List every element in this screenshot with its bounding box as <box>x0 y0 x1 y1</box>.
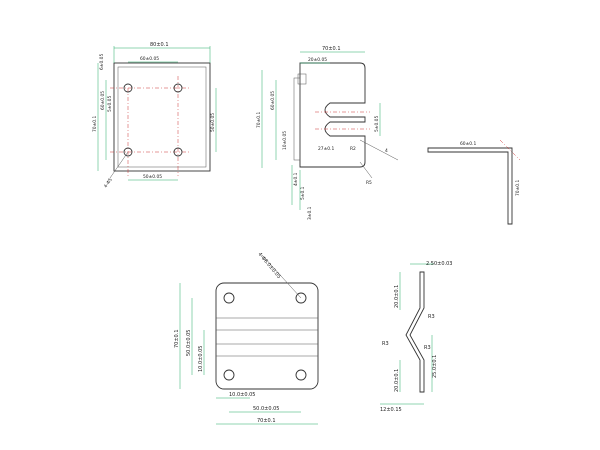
view2-tab <box>297 73 307 85</box>
view-4-plate: 4-Φ6.0±0.05 70±0.1 50.0±0.05 10.0±0.05 1… <box>174 251 319 425</box>
view1-hole <box>173 83 183 93</box>
view2-corner-note: R5 <box>366 180 372 186</box>
view3-label-b: 70±0.1 <box>515 180 521 196</box>
view1-left-outer: 70±0.1 <box>92 116 98 132</box>
view2-leader <box>359 161 373 179</box>
view4-outline <box>215 282 319 390</box>
view1-left-inner: 5±0.05 <box>107 96 113 112</box>
view2-leader <box>359 139 399 161</box>
view3-centerline <box>499 139 521 161</box>
view1-top-width: 80±0.1 <box>150 42 169 48</box>
view2-left-h2: 60±0.05 <box>270 91 276 110</box>
view-5-side-profile: 2.50±0.03 20.0±0.1 R3 R3 R3 25.0±0.1 20.… <box>380 261 452 413</box>
view4-inner-h2: 10.0±0.05 <box>198 346 204 372</box>
view2-slot-w: 10±0.05 <box>282 131 288 150</box>
view-2-slotted-plate: 70±0.1 20±0.05 70±0.1 60±0.05 5±0.05 4 1… <box>256 46 399 220</box>
view1-hole <box>123 147 133 157</box>
view4-hole <box>223 292 235 304</box>
view1-outline <box>113 62 211 172</box>
view5-r-top: R3 <box>428 314 435 320</box>
view2-right-b: 4 <box>385 148 388 154</box>
view3-profile <box>427 147 513 225</box>
view1-bottom-pitch: 50±0.05 <box>143 174 162 180</box>
view5-lower-h: 25.0±0.1 <box>432 355 438 378</box>
view5-profile <box>405 271 425 393</box>
view2-outline <box>299 62 366 168</box>
view5-r-bot: R3 <box>424 345 431 351</box>
view2-left-h: 70±0.1 <box>256 112 262 128</box>
view5-bottom-w: 12±0.15 <box>380 407 402 413</box>
view4-hole-note: 4-Φ6.0±0.05 <box>256 251 281 280</box>
view4-pitch: 50.0±0.05 <box>253 406 279 412</box>
view1-right-depth: 50±0.05 <box>210 113 216 132</box>
view4-hole <box>223 369 235 381</box>
view5-thickness: 2.50±0.03 <box>426 261 452 267</box>
view4-width: 70±0.1 <box>257 418 276 424</box>
view-1-plate: 80±0.1 60±0.05 6±0.05 70±0.1 60±0.05 5±0… <box>92 42 217 189</box>
view4-left-off: 10.0±0.05 <box>229 392 255 398</box>
view2-slot-d: 27±0.1 <box>318 146 334 152</box>
view1-hole-note: 4-Φ5 <box>103 177 114 189</box>
view2-b3: 3±0.1 <box>307 206 313 220</box>
view2-right-a: 5±0.05 <box>374 116 380 132</box>
view1-top-small: 6±0.05 <box>99 54 105 70</box>
view5-top-seg: 20.0±0.1 <box>394 285 400 308</box>
view2-flange <box>293 77 301 161</box>
view1-left-mid: 60±0.05 <box>100 91 106 110</box>
view4-leader <box>261 254 302 299</box>
view1-hole <box>123 83 133 93</box>
view4-hole <box>295 369 307 381</box>
view2-top-width: 70±0.1 <box>322 46 341 52</box>
view4-hole <box>295 292 307 304</box>
view1-leader <box>109 151 129 179</box>
view1-hole-pitch: 60±0.05 <box>140 56 159 62</box>
view2-b2: 5±0.1 <box>300 186 306 200</box>
view-3-bent-profile: 60±0.1 70±0.1 <box>427 139 521 225</box>
view4-inner-h: 50.0±0.05 <box>186 330 192 356</box>
view4-height: 70±0.1 <box>174 329 180 348</box>
view2-slot-offset: 20±0.05 <box>308 57 327 63</box>
view3-label-a: 60±0.1 <box>460 141 476 147</box>
view5-bottom-seg: 20.0±0.1 <box>394 369 400 392</box>
view1-inner-outline <box>117 66 207 168</box>
view2-b1: 4±0.1 <box>293 172 299 186</box>
view5-r-mid: R3 <box>382 341 389 347</box>
view2-slot-note: R2 <box>350 146 356 152</box>
view1-hole <box>173 147 183 157</box>
